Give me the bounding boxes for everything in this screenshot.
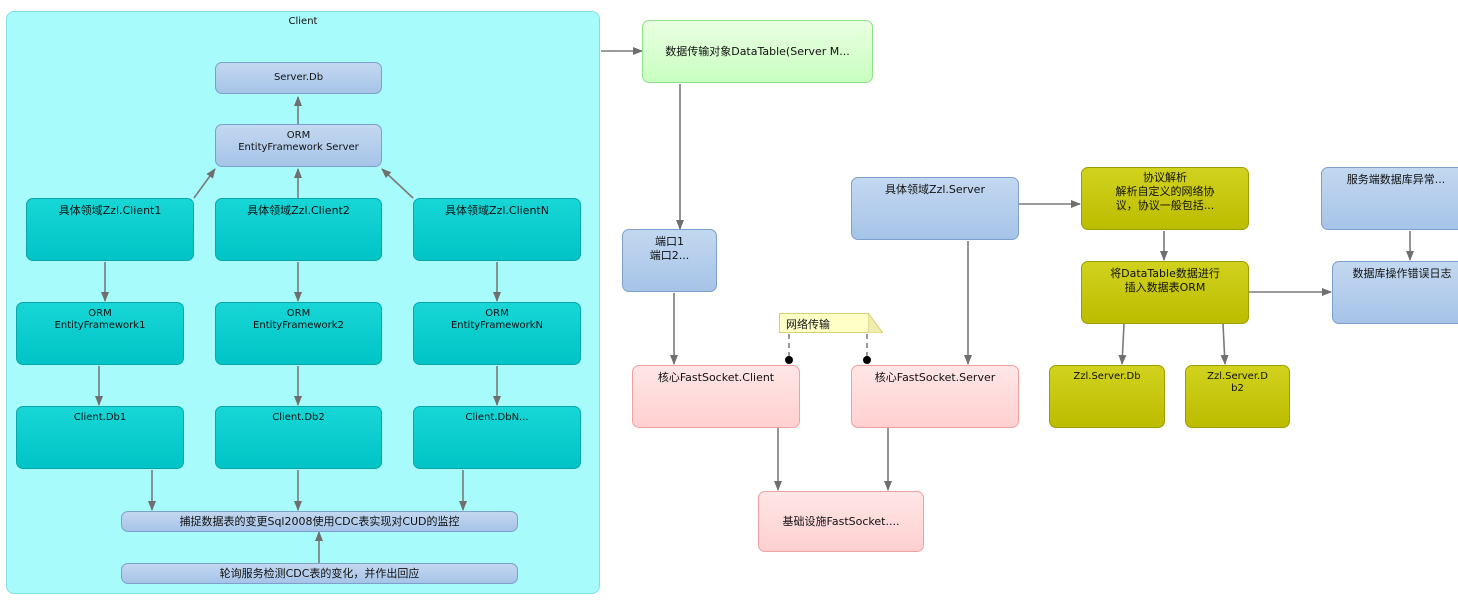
- orm-server-node[interactable]: ORM EntityFramework Server: [215, 124, 382, 167]
- poll-node[interactable]: 轮询服务检测CDC表的变化，并作出回应: [121, 563, 518, 584]
- network-transfer-note[interactable]: 网络传输: [779, 313, 883, 333]
- orm2-node[interactable]: ORM EntityFramework2: [215, 302, 382, 365]
- fs-server-node[interactable]: 核心FastSocket.Server: [851, 365, 1019, 428]
- orm1-node[interactable]: ORM EntityFramework1: [16, 302, 184, 365]
- edge-client1-to-orm-server: [193, 168, 216, 199]
- datatable-node[interactable]: 数据传输对象DataTable(Server M...: [642, 20, 873, 83]
- capture-node[interactable]: 捕捉数据表的变更Sql2008使用CDC表实现对CUD的监控: [121, 511, 518, 532]
- edge-clientn-to-orm-server: [381, 168, 414, 199]
- protocol-node[interactable]: 协议解析 解析自定义的网络协 议，协议一般包括...: [1081, 167, 1249, 230]
- edge-insert-to-server-db: [1118, 323, 1127, 365]
- server-db-zzl-node[interactable]: Zzl.Server.Db: [1049, 365, 1165, 428]
- db-exception-node[interactable]: 服务端数据库异常...: [1321, 167, 1458, 230]
- note-anchor-client: [785, 356, 793, 364]
- server-db2-node[interactable]: Zzl.Server.D b2: [1185, 365, 1290, 428]
- fs-client-node[interactable]: 核心FastSocket.Client: [632, 365, 800, 428]
- edge-insert-to-server-db2: [1220, 323, 1229, 365]
- dbn-node[interactable]: Client.DbN...: [413, 406, 581, 469]
- domain-server-node[interactable]: 具体领域Zzl.Server: [851, 177, 1019, 240]
- server-db-node[interactable]: Server.Db: [215, 62, 382, 94]
- db1-node[interactable]: Client.Db1: [16, 406, 184, 469]
- db2-node[interactable]: Client.Db2: [215, 406, 382, 469]
- ports-node[interactable]: 端口1 端口2...: [622, 229, 717, 292]
- client2-node[interactable]: 具体领域Zzl.Client2: [215, 198, 382, 261]
- note-anchor-server: [863, 356, 871, 364]
- note-fold-corner: [868, 313, 883, 333]
- ormn-node[interactable]: ORM EntityFrameworkN: [413, 302, 581, 365]
- clientn-node[interactable]: 具体领域Zzl.ClientN: [413, 198, 581, 261]
- container-title: Client: [288, 16, 318, 27]
- insert-node[interactable]: 将DataTable数据进行 插入数据表ORM: [1081, 261, 1249, 324]
- db-error-log-node[interactable]: 数据库操作错误日志: [1332, 261, 1458, 324]
- client1-node[interactable]: 具体领域Zzl.Client1: [26, 198, 194, 261]
- fs-base-node[interactable]: 基础设施FastSocket....: [758, 491, 924, 552]
